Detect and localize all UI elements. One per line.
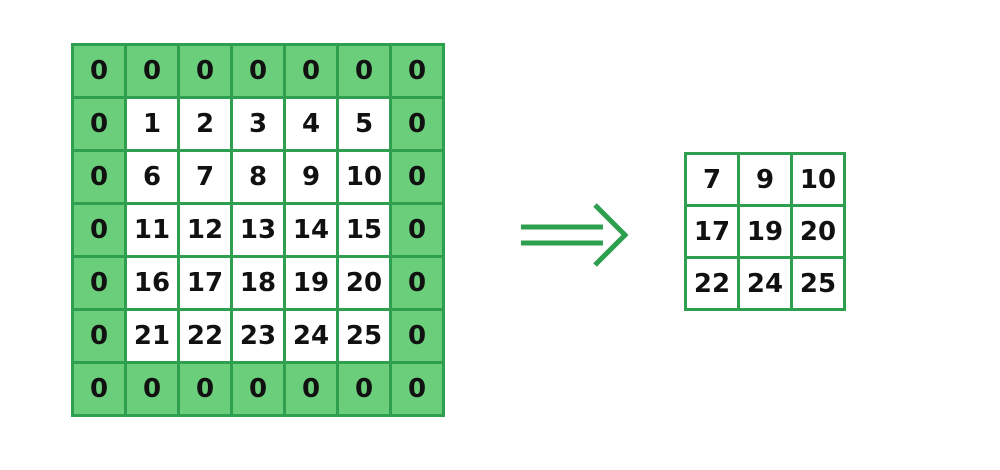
padded-matrix-cell-r4-c2: 17 — [177, 255, 233, 311]
padded-matrix-cell-r1-c1: 1 — [124, 96, 180, 152]
double-arrow-right-svg — [521, 203, 629, 267]
padded-matrix-cell-r4-c4: 19 — [283, 255, 339, 311]
padded-matrix-cell-r0-c1: 0 — [124, 43, 180, 99]
padded-matrix-cell-r5-c4: 24 — [283, 308, 339, 364]
padded-matrix-cell-r6-c0: 0 — [71, 361, 127, 417]
padded-matrix-cell-r2-c4: 9 — [283, 149, 339, 205]
padded-matrix-cell-r1-c3: 3 — [230, 96, 286, 152]
padded-matrix-cell-r5-c0: 0 — [71, 308, 127, 364]
padded-matrix-cell-r4-c3: 18 — [230, 255, 286, 311]
padded-matrix-cell-r6-c2: 0 — [177, 361, 233, 417]
padded-matrix-cell-r6-c3: 0 — [230, 361, 286, 417]
padded-matrix-cell-r3-c4: 14 — [283, 202, 339, 258]
padded-matrix-cell-r1-c6: 0 — [389, 96, 445, 152]
padded-matrix-cell-r3-c1: 11 — [124, 202, 180, 258]
padded-matrix-cell-r5-c6: 0 — [389, 308, 445, 364]
padded-matrix-cell-r2-c3: 8 — [230, 149, 286, 205]
padded-matrix-cell-r3-c0: 0 — [71, 202, 127, 258]
padded-matrix-cell-r3-c5: 15 — [336, 202, 392, 258]
padded-matrix-cell-r3-c6: 0 — [389, 202, 445, 258]
padded-matrix-cell-r1-c0: 0 — [71, 96, 127, 152]
result-matrix-cell-r0-c0: 7 — [684, 152, 740, 207]
padded-matrix-cell-r1-c4: 4 — [283, 96, 339, 152]
padded-matrix-cell-r0-c6: 0 — [389, 43, 445, 99]
padded-matrix-cell-r4-c1: 16 — [124, 255, 180, 311]
padded-matrix-cell-r5-c5: 25 — [336, 308, 392, 364]
padded-matrix-cell-r5-c3: 23 — [230, 308, 286, 364]
result-matrix-cell-r0-c1: 9 — [737, 152, 793, 207]
result-matrix-cell-r2-c1: 24 — [737, 256, 793, 311]
padded-matrix-cell-r6-c6: 0 — [389, 361, 445, 417]
padded-matrix-cell-r2-c6: 0 — [389, 149, 445, 205]
result-matrix-cell-r1-c2: 20 — [790, 204, 846, 259]
padded-matrix-cell-r2-c0: 0 — [71, 149, 127, 205]
padded-matrix-cell-r2-c5: 10 — [336, 149, 392, 205]
padded-matrix-cell-r6-c1: 0 — [124, 361, 180, 417]
padded-matrix-cell-r0-c3: 0 — [230, 43, 286, 99]
padded-matrix-cell-r5-c2: 22 — [177, 308, 233, 364]
result-matrix-cell-r2-c2: 25 — [790, 256, 846, 311]
padded-matrix-cell-r5-c1: 21 — [124, 308, 180, 364]
double-arrow-right-icon — [519, 202, 629, 268]
padded-matrix-cell-r2-c2: 7 — [177, 149, 233, 205]
padded-matrix-cell-r0-c0: 0 — [71, 43, 127, 99]
padded-matrix-cell-r0-c5: 0 — [336, 43, 392, 99]
padded-matrix-cell-r4-c6: 0 — [389, 255, 445, 311]
result-matrix-cell-r0-c2: 10 — [790, 152, 846, 207]
padded-matrix-cell-r1-c2: 2 — [177, 96, 233, 152]
padded-matrix-cell-r4-c5: 20 — [336, 255, 392, 311]
padded-matrix-cell-r1-c5: 5 — [336, 96, 392, 152]
padded-matrix-cell-r3-c3: 13 — [230, 202, 286, 258]
padded-matrix-cell-r6-c4: 0 — [283, 361, 339, 417]
padded-matrix-cell-r0-c2: 0 — [177, 43, 233, 99]
padded-matrix-cell-r4-c0: 0 — [71, 255, 127, 311]
padded-matrix-cell-r2-c1: 6 — [124, 149, 180, 205]
padded-matrix-cell-r3-c2: 12 — [177, 202, 233, 258]
padded-matrix-cell-r6-c5: 0 — [336, 361, 392, 417]
result-matrix-cell-r1-c1: 19 — [737, 204, 793, 259]
padded-matrix-cell-r0-c4: 0 — [283, 43, 339, 99]
result-matrix-cell-r2-c0: 22 — [684, 256, 740, 311]
result-matrix-cell-r1-c0: 17 — [684, 204, 740, 259]
